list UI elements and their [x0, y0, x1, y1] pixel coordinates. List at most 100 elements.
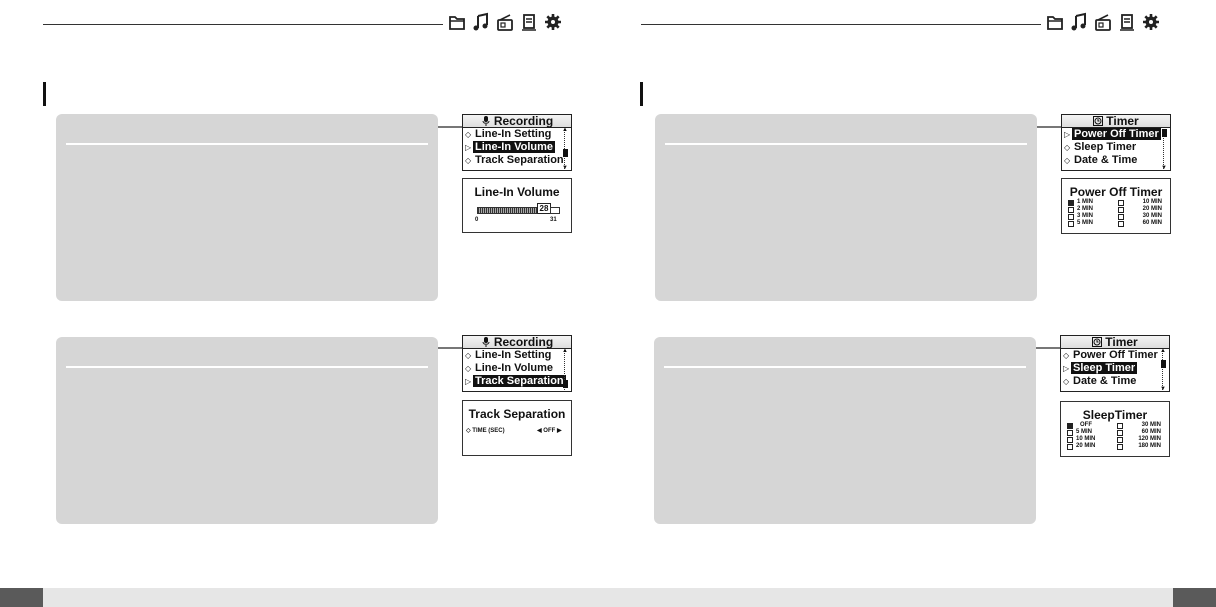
checkbox-icon[interactable] [1068, 206, 1074, 213]
menu-bullet-icon: ◇ [465, 364, 472, 373]
music-note-icon [1071, 12, 1086, 31]
menu-bullet-icon: ◇ [1063, 351, 1070, 360]
checkbox-icon[interactable] [1068, 213, 1074, 220]
menu-title: Timer [1105, 335, 1138, 349]
checkbox-icon[interactable] [1117, 422, 1123, 429]
timer-option[interactable]: 10 MIN [1118, 199, 1164, 206]
menu-item-line-in-setting[interactable]: ◇Line-In Setting [465, 128, 552, 140]
content-panel [56, 337, 438, 524]
checkbox-icon[interactable] [1067, 436, 1073, 443]
microphone-icon [482, 337, 490, 347]
scroll-thumb[interactable] [1162, 129, 1167, 137]
menu-scrollbar[interactable]: ▲▼ [1160, 348, 1166, 392]
panel-connector [438, 126, 462, 128]
timer-option[interactable]: 30 MIN [1118, 213, 1164, 220]
scroll-up-icon: ▲ [562, 127, 568, 133]
header-icons-right [1046, 12, 1160, 32]
clock-icon [1092, 337, 1103, 347]
menu-item-date-time[interactable]: ◇Date & Time [1064, 154, 1138, 166]
checkbox-icon[interactable] [1067, 429, 1073, 436]
scroll-thumb[interactable] [563, 149, 568, 157]
recording-menu-screen: Recording ◇Line-In Setting ◇Line-In Volu… [462, 335, 572, 392]
checkbox-icon[interactable] [1118, 220, 1124, 227]
timer-option[interactable]: 5 MIN [1068, 220, 1114, 227]
sleep-timer-screen: SleepTimer OFF 30 MIN 5 MIN 60 MIN 10 MI… [1060, 401, 1170, 457]
timer-option[interactable]: 30 MIN [1117, 422, 1163, 429]
arrow-left-icon[interactable]: ◀ [537, 428, 542, 434]
timer-option[interactable]: 20 MIN [1067, 443, 1113, 450]
timer-option[interactable]: 60 MIN [1118, 220, 1164, 227]
content-panel [56, 114, 438, 301]
panel-rule [66, 143, 428, 145]
menu-title-bar: Recording [463, 114, 571, 128]
menu-item-power-off-timer[interactable]: ▷Power Off Timer [1064, 128, 1161, 140]
menu-scrollbar[interactable]: ▼ [1161, 129, 1167, 171]
menu-item-sleep-timer[interactable]: ▷Sleep Timer [1063, 362, 1138, 374]
menu-pointer-icon: ▷ [465, 377, 472, 386]
menu-item-line-in-setting[interactable]: ◇Line-In Setting [465, 349, 552, 361]
panel-rule [664, 366, 1026, 368]
microphone-icon [482, 116, 490, 126]
checkbox-icon[interactable] [1117, 429, 1123, 436]
checkbox-icon[interactable] [1118, 199, 1124, 206]
content-panel [655, 114, 1037, 301]
volume-min-label: 0 [475, 217, 479, 223]
device-icon [1120, 14, 1134, 31]
menu-scrollbar[interactable]: ▲ [562, 348, 568, 390]
menu-item-track-separation[interactable]: ▷Track Separation [465, 375, 566, 387]
setting-value[interactable]: ◀ OFF ▶ [537, 428, 562, 434]
checkbox-icon[interactable] [1068, 220, 1074, 227]
scroll-thumb[interactable] [563, 380, 568, 388]
timer-option[interactable]: 180 MIN [1117, 443, 1163, 450]
timer-option[interactable]: 120 MIN [1117, 436, 1163, 443]
section-marker-left [43, 82, 46, 106]
folder-icon [449, 16, 465, 30]
checkbox-icon[interactable] [1117, 436, 1123, 443]
menu-title: Recording [493, 335, 554, 349]
volume-slider-end [550, 207, 560, 214]
timer-option[interactable]: 1 MIN [1068, 199, 1114, 206]
checkbox-icon[interactable] [1118, 213, 1124, 220]
recording-menu-screen: Recording ◇Line-In Setting ▷Line-In Volu… [462, 114, 572, 171]
menu-bullet-icon: ◇ [465, 351, 472, 360]
volume-value[interactable]: 28 [537, 203, 551, 214]
menu-item-sleep-timer[interactable]: ◇Sleep Timer [1064, 141, 1137, 153]
panel-connector [1036, 347, 1060, 349]
scroll-up-icon: ▲ [562, 348, 568, 354]
timer-options: OFF 30 MIN 5 MIN 60 MIN 10 MIN 120 MIN 2… [1067, 422, 1163, 450]
timer-option[interactable]: 20 MIN [1118, 206, 1164, 213]
checkbox-checked-icon[interactable] [1068, 199, 1074, 206]
checkbox-icon[interactable] [1117, 443, 1123, 450]
timer-option[interactable]: 2 MIN [1068, 206, 1114, 213]
volume-max-label: 31 [550, 217, 557, 223]
menu-bullet-icon: ◇ [1063, 377, 1070, 386]
menu-pointer-icon: ▷ [1064, 130, 1071, 139]
music-note-icon [473, 12, 488, 31]
radio-icon [1095, 14, 1111, 31]
timer-option[interactable]: 10 MIN [1067, 436, 1113, 443]
scroll-thumb[interactable] [1161, 360, 1166, 368]
menu-title: Recording [493, 114, 554, 128]
timer-menu-screen: Timer ◇Power Off Timer ▷Sleep Timer ◇Dat… [1060, 335, 1170, 392]
menu-scrollbar[interactable]: ▲▼ [562, 127, 568, 171]
menu-item-power-off-timer[interactable]: ◇Power Off Timer [1063, 349, 1158, 361]
gear-icon [1143, 14, 1159, 30]
screen-title: Track Separation [468, 407, 566, 421]
checkbox-icon[interactable] [1118, 206, 1124, 213]
section-marker-right [640, 82, 643, 106]
menu-item-track-separation[interactable]: ◇Track Separation [465, 154, 564, 166]
timer-option[interactable]: 3 MIN [1068, 213, 1114, 220]
menu-item-line-in-volume[interactable]: ▷Line-In Volume [465, 141, 556, 153]
menu-item-date-time[interactable]: ◇Date & Time [1063, 375, 1137, 387]
menu-item-line-in-volume[interactable]: ◇Line-In Volume [465, 362, 554, 374]
checkbox-icon[interactable] [1067, 443, 1073, 450]
timer-option[interactable]: OFF [1067, 422, 1113, 429]
timer-option[interactable]: 60 MIN [1117, 429, 1163, 436]
checkbox-checked-icon[interactable] [1067, 422, 1073, 429]
menu-pointer-icon: ▷ [465, 143, 472, 152]
setting-label[interactable]: ◇ TIME (SEC) [466, 428, 505, 434]
timer-option[interactable]: 5 MIN [1067, 429, 1113, 436]
volume-slider-track[interactable] [477, 207, 543, 214]
radio-icon [497, 14, 513, 31]
arrow-right-icon[interactable]: ▶ [556, 428, 562, 434]
